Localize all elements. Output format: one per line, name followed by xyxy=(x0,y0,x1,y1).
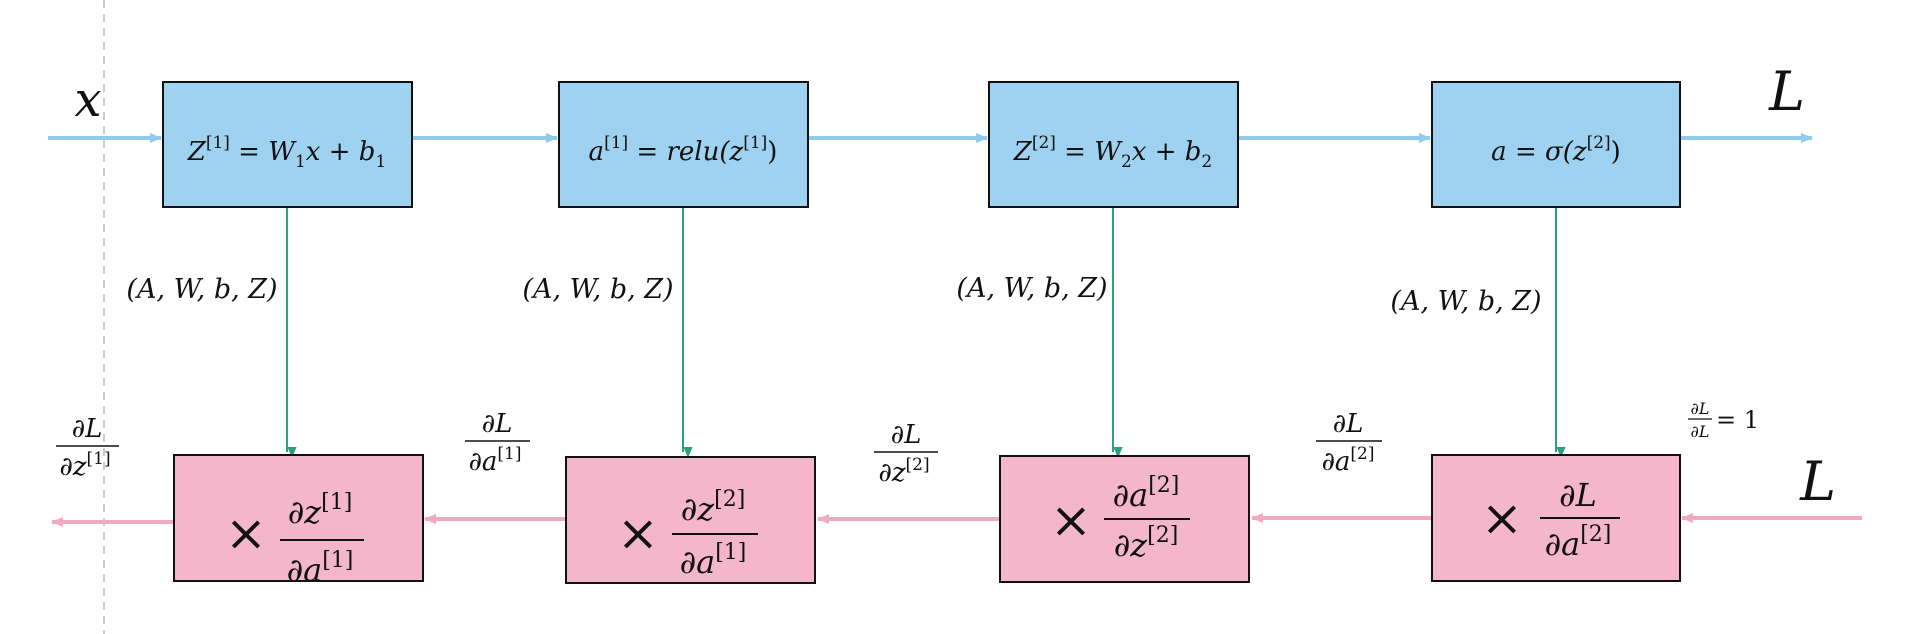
gradient-label-2: ∂L ∂a[1] xyxy=(465,409,530,477)
svg-text:∂L: ∂L xyxy=(482,409,513,439)
backward-box-rect xyxy=(173,454,424,582)
forward-box-4: a = σ(z[2]) xyxy=(1431,81,1681,208)
backward-box-4: × ∂L ∂a[2] xyxy=(1431,454,1681,582)
times-sign: × xyxy=(1050,491,1092,549)
forward-box-rect xyxy=(162,81,413,208)
forward-box-rect xyxy=(1431,81,1681,208)
gradient-label-4: ∂L ∂a[2] xyxy=(1316,409,1382,477)
svg-text:= 1: = 1 xyxy=(1716,406,1759,434)
backward-box-3: × ∂a[2] ∂z[2] xyxy=(999,455,1250,583)
times-sign: × xyxy=(1481,489,1523,547)
forward-box-formula: Z[1] = W1x + b1 xyxy=(187,133,387,172)
derivative-denominator: ∂z[2] xyxy=(1114,523,1179,564)
svg-text:∂a[1]: ∂a[1] xyxy=(468,444,521,477)
forward-box-2: a[1] = relu(z[1]) xyxy=(558,81,809,208)
forward-box-1: Z[1] = W1x + b1 xyxy=(162,81,413,208)
derivative-numerator: ∂z[1] xyxy=(288,490,353,531)
svg-text:∂L: ∂L xyxy=(1691,399,1710,418)
cache-label-2: (A, W, b, Z) xyxy=(522,274,673,305)
times-sign: × xyxy=(617,504,659,562)
backward-box-2: × ∂z[2] ∂a[1] xyxy=(565,456,816,584)
start-gradient-label: ∂L ∂L = 1 xyxy=(1688,399,1759,441)
cache-arrows xyxy=(286,207,1556,452)
derivative-numerator: ∂z[2] xyxy=(681,487,746,528)
svg-text:∂a[2]: ∂a[2] xyxy=(1321,444,1374,477)
forward-box-formula: a[1] = relu(z[1]) xyxy=(589,133,778,167)
loss-label-top: L xyxy=(1768,60,1805,123)
forward-box-formula: Z[2] = W2x + b2 xyxy=(1013,133,1213,172)
loss-label-bottom: L xyxy=(1799,450,1836,513)
forward-box-rect xyxy=(988,81,1239,208)
derivative-numerator: ∂L xyxy=(1559,476,1597,514)
svg-text:∂L: ∂L xyxy=(72,414,103,444)
input-label: x xyxy=(74,72,101,128)
forward-box-rect xyxy=(558,81,809,208)
gradient-label-1: ∂L ∂z[1] xyxy=(56,414,119,482)
backward-arrows xyxy=(51,513,1862,527)
cache-label-4: (A, W, b, Z) xyxy=(1390,286,1541,317)
forward-box-3: Z[2] = W2x + b2 xyxy=(988,81,1239,208)
svg-text:∂L: ∂L xyxy=(891,420,922,450)
backward-box-rect xyxy=(565,456,816,584)
svg-text:∂z[2]: ∂z[2] xyxy=(878,455,929,488)
svg-text:∂L: ∂L xyxy=(1691,422,1710,441)
derivative-numerator: ∂a[2] xyxy=(1113,473,1180,514)
times-sign: × xyxy=(225,504,267,562)
cache-label-3: (A, W, b, Z) xyxy=(956,273,1107,304)
derivative-denominator: ∂a[2] xyxy=(1545,522,1612,563)
cache-label-1: (A, W, b, Z) xyxy=(126,274,277,305)
svg-text:∂z[1]: ∂z[1] xyxy=(59,449,110,482)
backward-box-1: × ∂z[1] ∂a[1] xyxy=(173,454,424,589)
derivative-denominator: ∂a[1] xyxy=(287,548,354,589)
derivative-denominator: ∂a[1] xyxy=(680,540,747,581)
gradient-label-3: ∂L ∂z[2] xyxy=(874,420,938,488)
svg-text:∂L: ∂L xyxy=(1333,409,1364,439)
forward-box-formula: a = σ(z[2]) xyxy=(1491,133,1621,167)
